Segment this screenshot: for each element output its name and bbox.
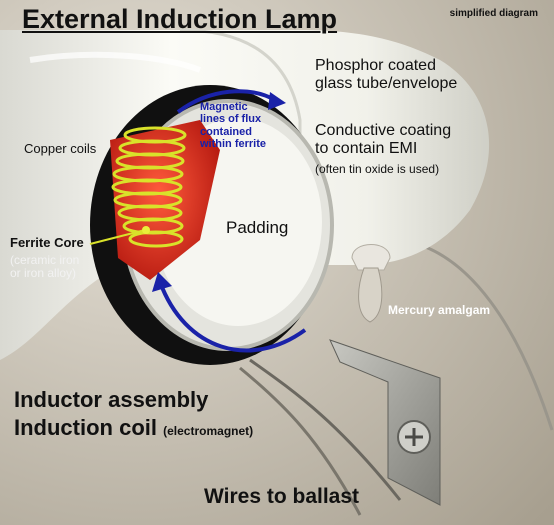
conductive-coating-label: Conductive coating to contain EMI: [315, 122, 451, 158]
ferrite-core: [110, 120, 220, 280]
tin-oxide-note: (often tin oxide is used): [315, 162, 440, 176]
ferrite-note-line2: or iron alloy): [10, 266, 77, 281]
ferrite-core-note: (ceramic iron or iron alloy): [10, 253, 80, 281]
magnetic-label-line1: Magnetic: [200, 101, 248, 113]
wires-to-ballast-label: Wires to ballast: [204, 485, 360, 508]
magnetic-label-line3: contained: [200, 125, 252, 138]
inductor-assembly-label: Inductor assembly: [14, 387, 209, 412]
ferrite-core-label: Ferrite Core: [10, 235, 84, 250]
ballast-wire-1: [249, 358, 402, 501]
magnetic-flux-label: Magnetic lines of flux contained within …: [200, 101, 266, 150]
flux-arrow-icon: [268, 92, 286, 110]
magnetic-label-line4: within ferrite: [200, 137, 267, 150]
mounting-bracket: [329, 339, 441, 506]
phosphor-label-line1: Phosphor coated: [315, 57, 436, 74]
phosphor-label-line2: glass tube/envelope: [315, 74, 458, 92]
induction-coil-label: Induction coil (electromagnet): [14, 415, 254, 441]
phosphor-tube-label: Phosphor coated glass tube/envelope: [315, 57, 457, 93]
copper-coils-label: Copper coils: [24, 141, 97, 156]
mercury-amalgam-tip: [351, 244, 391, 323]
flux-arrow-icon: [152, 272, 172, 292]
ferrite-pointer-dot: [142, 226, 150, 234]
padding-label: Padding: [226, 218, 289, 237]
diagram-title: External Induction Lamp: [22, 4, 338, 34]
mercury-amalgam-label: Mercury amalgam: [388, 303, 491, 317]
ferrite-note-line1: (ceramic iron: [10, 253, 80, 267]
simplified-diagram-note: simplified diagram: [449, 8, 538, 19]
induction-coil-text: Induction coil: [14, 415, 157, 440]
ferrite-pointer-line: [89, 229, 146, 245]
conductive-label-line2: to contain EMI: [315, 139, 418, 157]
conductive-label-line1: Conductive coating: [315, 122, 452, 139]
copper-coils: [111, 126, 187, 248]
ballast-wire-2: [239, 366, 362, 516]
electromagnet-note: (electromagnet): [163, 424, 254, 438]
magnetic-label-line2: lines of flux: [200, 113, 262, 126]
magnetic-flux-loop: [158, 89, 307, 353]
